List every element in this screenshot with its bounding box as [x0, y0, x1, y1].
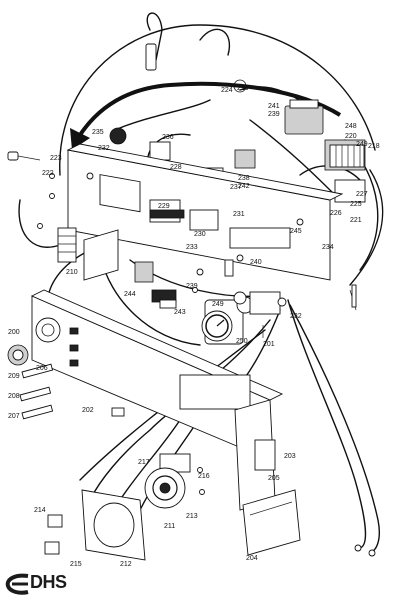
callout-224: 224 — [221, 87, 233, 94]
callout-241: 241 — [268, 103, 280, 110]
assembly-arrow — [70, 81, 342, 150]
callout-209: 209 — [8, 373, 20, 380]
callout-215: 215 — [70, 561, 82, 568]
connector-lugs — [349, 284, 376, 557]
middle-parts — [134, 259, 234, 309]
dhs-swoosh-icon — [5, 573, 29, 595]
callout-207: 207 — [8, 413, 20, 420]
callout-233: 233 — [186, 244, 198, 251]
lower-assembly — [44, 407, 205, 561]
callout-242: 242 — [238, 183, 250, 190]
terminal-block — [329, 144, 365, 168]
callout-203: 203 — [284, 453, 296, 460]
callout-200: 200 — [8, 329, 20, 336]
gauge — [201, 291, 287, 345]
callout-235: 235 — [92, 129, 104, 136]
callout-227: 227 — [356, 191, 368, 198]
callout-249b: 249 — [212, 301, 224, 308]
back-panel — [66, 143, 344, 281]
callout-250: 250 — [236, 338, 248, 345]
callout-212: 212 — [120, 561, 132, 568]
callout-217: 217 — [138, 459, 150, 466]
left-parts — [7, 151, 119, 281]
callout-204: 204 — [246, 555, 258, 562]
callout-202: 202 — [82, 407, 94, 414]
callout-226: 226 — [330, 210, 342, 217]
callout-216: 216 — [198, 473, 210, 480]
callout-234: 234 — [322, 244, 334, 251]
callout-236: 236 — [162, 134, 174, 141]
callout-230: 230 — [194, 231, 206, 238]
callout-211: 211 — [164, 523, 175, 530]
callout-232b: 232 — [290, 313, 302, 320]
knobs — [7, 344, 54, 420]
callout-206: 206 — [36, 365, 48, 372]
callout-205: 205 — [268, 475, 280, 482]
callout-245: 245 — [290, 228, 302, 235]
callout-208: 208 — [8, 393, 20, 400]
callout-210: 210 — [66, 269, 78, 276]
callout-201: 201 — [263, 341, 275, 348]
callout-labels: 219 224 241 239 235 232 236 248 220 249 … — [8, 85, 380, 568]
callout-232: 232 — [98, 145, 110, 152]
callout-239: 239 — [268, 111, 280, 118]
callout-223: 223 — [50, 155, 62, 162]
callout-220: 220 — [345, 133, 357, 140]
callout-225: 225 — [350, 201, 362, 208]
callout-222: 222 — [42, 170, 54, 177]
callout-231: 231 — [233, 211, 245, 218]
callout-238: 238 — [238, 175, 250, 182]
callout-248: 248 — [345, 123, 357, 130]
callout-228: 228 — [170, 164, 182, 171]
callout-214: 214 — [34, 507, 46, 514]
callout-221: 221 — [350, 217, 362, 224]
callout-239b: 239 — [186, 283, 198, 290]
callout-237: 237 — [230, 184, 242, 191]
callout-240: 240 — [250, 259, 262, 266]
front-fascia — [30, 289, 284, 461]
side-housing — [234, 399, 301, 556]
callout-218: 218 — [368, 143, 380, 150]
callout-219: 219 — [237, 85, 249, 92]
callout-243: 243 — [174, 309, 186, 316]
callout-244: 244 — [124, 291, 136, 298]
callout-213: 213 — [186, 513, 198, 520]
dhs-logo-text: DHS — [30, 572, 67, 592]
callout-249: 249 — [356, 141, 368, 148]
callout-229: 229 — [158, 203, 170, 210]
